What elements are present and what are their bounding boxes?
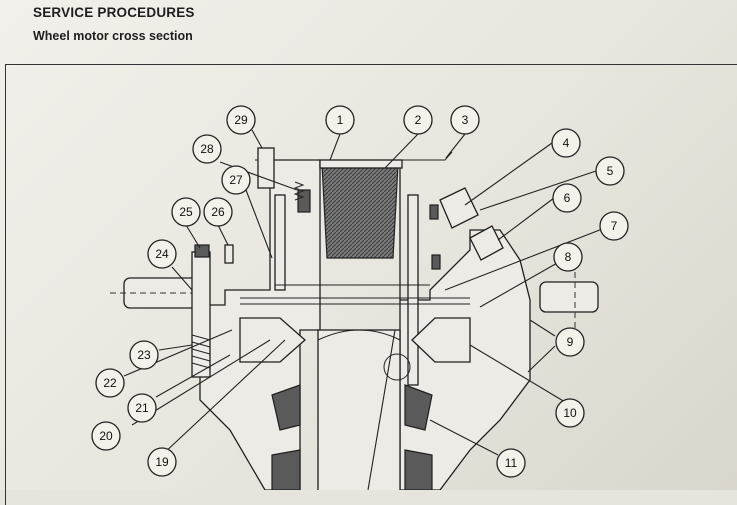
- callout-24: 24: [147, 239, 177, 269]
- svg-text:3: 3: [462, 113, 469, 127]
- figure-caption: Wheel motor cross section: [33, 29, 193, 43]
- cylinder-barrel: [274, 194, 286, 291]
- bearing-left: [271, 384, 301, 431]
- svg-text:10: 10: [563, 406, 577, 420]
- callout-9: 9: [555, 327, 585, 357]
- callout-2: 2: [403, 105, 433, 135]
- svg-text:7: 7: [611, 219, 618, 233]
- svg-text:11: 11: [505, 456, 518, 470]
- callout-29: 29: [226, 105, 256, 135]
- svg-text:2: 2: [415, 113, 422, 127]
- section-heading: SERVICE PROCEDURES: [33, 5, 195, 20]
- piston-cap: [319, 159, 403, 169]
- right-lug: [539, 281, 599, 313]
- callout-6: 6: [552, 183, 582, 213]
- svg-text:28: 28: [200, 142, 214, 156]
- svg-text:6: 6: [564, 191, 571, 205]
- cap-screw: [257, 147, 275, 189]
- svg-text:20: 20: [99, 429, 113, 443]
- piston-right: [411, 317, 471, 363]
- svg-text:23: 23: [137, 348, 151, 362]
- svg-text:22: 22: [103, 376, 117, 390]
- callout-8: 8: [553, 242, 583, 272]
- callout-27: 27: [221, 165, 251, 195]
- bolt-head-25: [194, 244, 210, 258]
- valve-plate: [407, 194, 419, 386]
- callout-19: 19: [147, 447, 177, 477]
- svg-text:9: 9: [567, 335, 574, 349]
- callout-25: 25: [171, 197, 201, 227]
- callout-23: 23: [129, 340, 159, 370]
- bolt-threads: [191, 334, 211, 369]
- bleed-screw-26: [224, 244, 234, 264]
- shaft-top: [317, 329, 401, 341]
- svg-text:5: 5: [607, 164, 614, 178]
- svg-text:4: 4: [563, 136, 570, 150]
- shaft-detail-ring: [383, 353, 411, 381]
- seal-b: [429, 204, 439, 220]
- callout-20: 20: [91, 421, 121, 451]
- svg-text:24: 24: [155, 247, 169, 261]
- wheel-motor-diagram: 1 2 3 4 5 6 7 8 9 10 11 19 20 21 22 23 2…: [91, 105, 629, 490]
- callout-4: 4: [551, 128, 581, 158]
- svg-text:21: 21: [135, 401, 149, 415]
- callout-3: 3: [450, 105, 480, 135]
- output-shaft: [317, 329, 401, 490]
- bearing-right: [404, 384, 433, 431]
- seal-c: [431, 254, 441, 270]
- spring: [293, 181, 305, 201]
- piston-cylinder: [321, 164, 399, 259]
- figure-frame: [5, 64, 737, 505]
- bearing-left-lower: [271, 449, 301, 490]
- callout-26: 26: [203, 197, 233, 227]
- svg-text:29: 29: [234, 113, 248, 127]
- piston-left: [239, 317, 306, 363]
- callout-1: 1: [325, 105, 355, 135]
- svg-text:1: 1: [337, 113, 344, 127]
- swash-lines: [240, 284, 470, 305]
- svg-text:26: 26: [211, 205, 225, 219]
- fitting-6: [469, 225, 504, 261]
- bearing-right-lower: [404, 449, 433, 490]
- fitting-5: [439, 187, 479, 229]
- callout-11: 11: [496, 448, 526, 478]
- callout-28: 28: [192, 134, 222, 164]
- svg-text:8: 8: [565, 250, 572, 264]
- callout-10: 10: [555, 398, 585, 428]
- callout-7: 7: [599, 211, 629, 241]
- seal-a: [297, 189, 311, 213]
- svg-text:25: 25: [179, 205, 193, 219]
- callout-22: 22: [95, 368, 125, 398]
- callout-5: 5: [595, 156, 625, 186]
- callout-21: 21: [127, 393, 157, 423]
- svg-text:27: 27: [229, 173, 243, 187]
- svg-text:19: 19: [155, 455, 169, 469]
- top-flange: [255, 151, 453, 161]
